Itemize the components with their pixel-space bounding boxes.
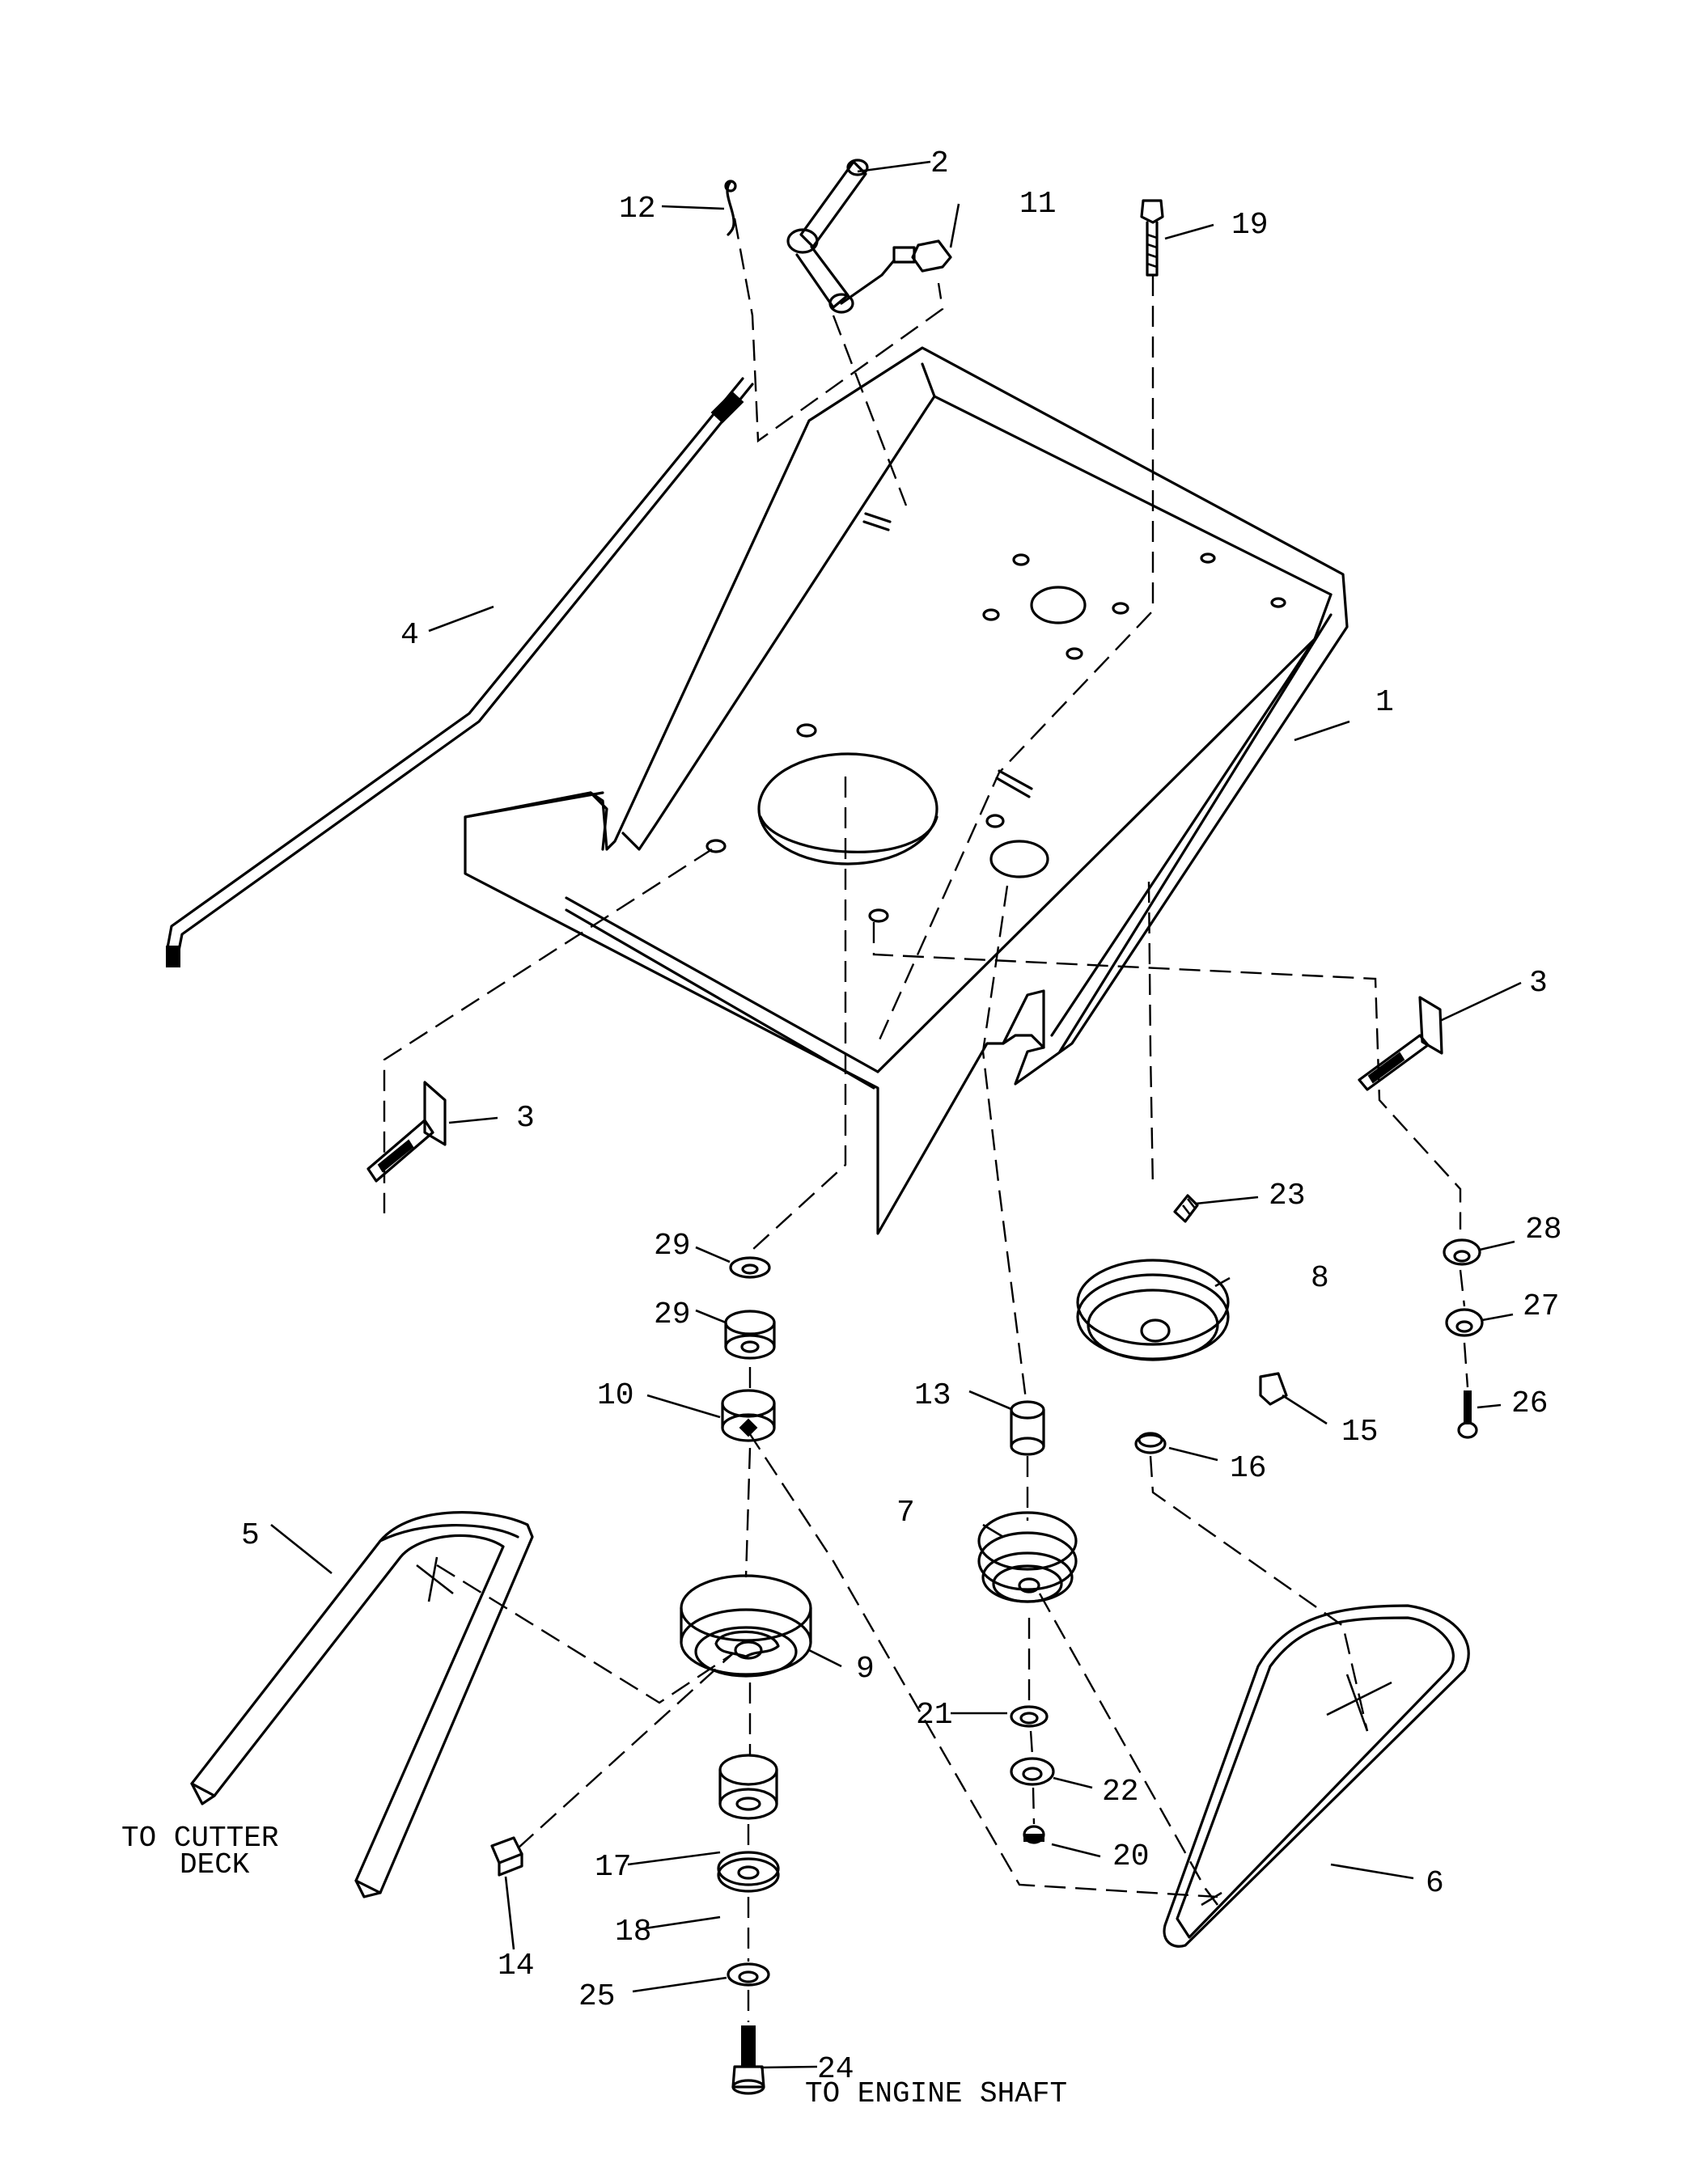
large-pulley xyxy=(1076,1259,1230,1361)
idler-pulley xyxy=(977,1511,1078,1603)
callout-7: 7 xyxy=(896,1496,915,1530)
callout-24: 24 xyxy=(817,2052,854,2087)
control-rod xyxy=(166,377,754,967)
callout-29-spacer: 29 xyxy=(654,1297,691,1332)
washer-29-top xyxy=(729,1256,771,1279)
callout-16: 16 xyxy=(1230,1451,1267,1486)
callout-27: 27 xyxy=(1523,1289,1560,1324)
destination-notes: TO CUTTER DECK TO ENGINE SHAFT xyxy=(121,1822,1067,2110)
key-15 xyxy=(1259,1372,1288,1406)
callout-1: 1 xyxy=(1375,685,1394,720)
callout-12: 12 xyxy=(619,192,656,226)
callout-19: 19 xyxy=(1231,208,1269,243)
callout-29-top: 29 xyxy=(654,1229,691,1263)
washer-18 xyxy=(717,1851,780,1893)
idler-arm xyxy=(786,159,869,314)
washer-28 xyxy=(1443,1238,1481,1266)
callout-labels: 1 2 3 3 4 5 6 7 8 9 10 11 12 13 14 15 16… xyxy=(241,146,1562,2087)
lock-washer-27 xyxy=(1445,1308,1484,1337)
deck-belt xyxy=(190,1511,534,1898)
screw-26 xyxy=(1457,1390,1478,1439)
callout-5: 5 xyxy=(241,1518,260,1553)
callout-15: 15 xyxy=(1341,1415,1379,1450)
callout-13: 13 xyxy=(914,1378,951,1413)
callout-6: 6 xyxy=(1426,1866,1444,1901)
spacer-29 xyxy=(724,1310,776,1360)
bracket-right xyxy=(1358,996,1443,1091)
retaining-ring xyxy=(1134,1432,1167,1454)
washer-25 xyxy=(727,1962,770,1987)
callout-28: 28 xyxy=(1525,1213,1562,1247)
key-14 xyxy=(490,1836,523,1877)
assembly-lines xyxy=(383,218,1469,2022)
hairpin-clip xyxy=(724,180,737,236)
callout-25: 25 xyxy=(578,1979,616,2014)
bolt-24 xyxy=(731,2025,765,2095)
callout-14: 14 xyxy=(498,1949,535,1983)
callout-26: 26 xyxy=(1511,1386,1549,1421)
cable-fitting xyxy=(840,239,952,305)
nut-20 xyxy=(1023,1825,1045,1844)
note-to-cutter-deck-line2: DECK xyxy=(180,1848,250,1881)
bracket-left xyxy=(366,1081,447,1183)
washer-21 xyxy=(1010,1705,1049,1728)
callout-11: 11 xyxy=(1019,187,1057,222)
callout-20: 20 xyxy=(1112,1839,1150,1874)
callout-18: 18 xyxy=(615,1915,652,1949)
callout-21: 21 xyxy=(916,1698,953,1733)
callout-3-left: 3 xyxy=(516,1101,535,1136)
leader-lines xyxy=(270,160,1522,2069)
callout-22: 22 xyxy=(1102,1775,1139,1809)
callout-9: 9 xyxy=(856,1652,875,1687)
mounting-plate xyxy=(464,346,1349,1235)
bearing-10 xyxy=(721,1389,776,1442)
callout-3-right: 3 xyxy=(1529,966,1548,1001)
callout-10: 10 xyxy=(597,1378,634,1413)
spacer-17 xyxy=(718,1754,778,1820)
bolt-19 xyxy=(1140,199,1164,277)
callout-23: 23 xyxy=(1269,1179,1306,1213)
bushing-13 xyxy=(1010,1400,1045,1456)
drive-pulley xyxy=(680,1574,812,1678)
callout-4: 4 xyxy=(400,618,419,653)
callout-8: 8 xyxy=(1311,1261,1329,1296)
callout-17: 17 xyxy=(595,1850,632,1885)
callout-2: 2 xyxy=(930,146,949,181)
note-to-engine-shaft: TO ENGINE SHAFT xyxy=(805,2077,1067,2110)
engine-belt xyxy=(1163,1604,1470,1948)
set-screw xyxy=(1173,1194,1199,1223)
note-to-cutter-deck-line1: TO CUTTER xyxy=(121,1822,278,1855)
washer-22 xyxy=(1010,1757,1055,1786)
